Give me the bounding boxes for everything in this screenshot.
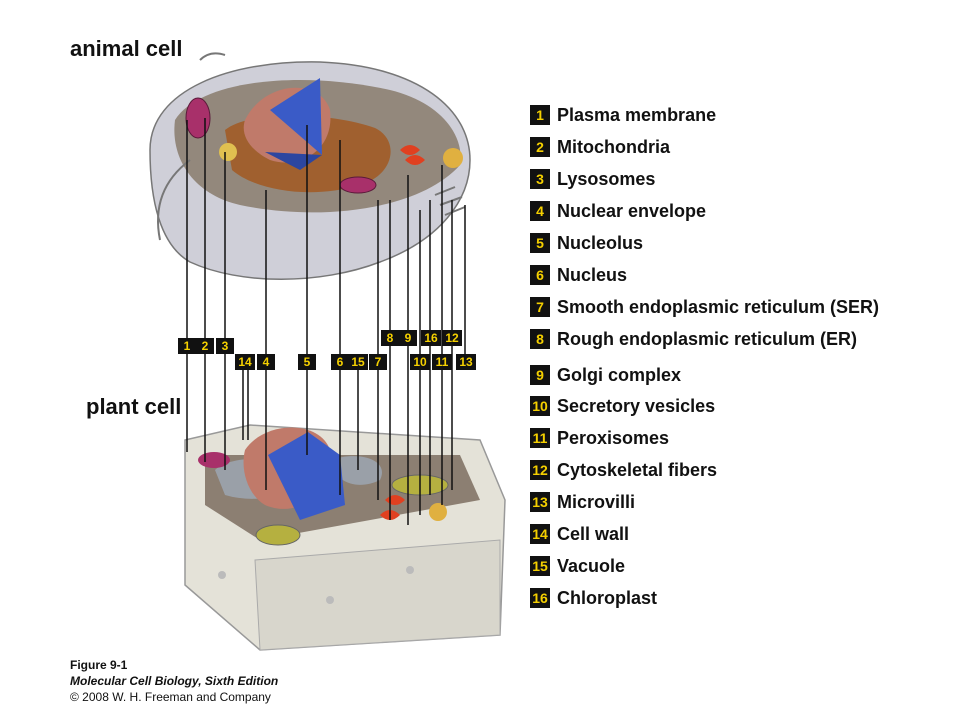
legend-number: 9 <box>530 365 550 385</box>
tag-4: 4 <box>257 354 275 370</box>
legend-item: 6 Nucleus <box>530 264 627 286</box>
legend-label: Vacuole <box>557 555 626 576</box>
legend-number: 5 <box>530 233 550 253</box>
legend-number: 16 <box>530 588 550 608</box>
tag-16: 16 <box>421 330 441 346</box>
tag-13: 13 <box>456 354 476 370</box>
legend-number: 10 <box>530 396 550 416</box>
tag-15: 15 <box>348 354 368 370</box>
legend-label: Plasma membrane <box>557 104 717 125</box>
legend-item: 10 Secretory vesicles <box>530 395 715 417</box>
legend-item: 14 Cell wall <box>530 523 629 545</box>
tag-7: 7 <box>369 354 387 370</box>
legend-label: Nuclear envelope <box>557 200 707 221</box>
plant-cell-title: plant cell <box>86 394 182 419</box>
legend-number: 4 <box>530 201 550 221</box>
legend-item: 9 Golgi complex <box>530 364 681 386</box>
plant-cell-drawing <box>184 424 506 651</box>
tag-2: 2 <box>196 338 214 354</box>
legend-number: 1 <box>530 105 550 125</box>
legend-item: 13 Microvilli <box>530 491 635 513</box>
legend-item: 1 Plasma membrane <box>530 104 716 126</box>
tag-1: 1 <box>178 338 196 354</box>
legend-item: 16 Chloroplast <box>530 587 657 609</box>
legend-item: 7 Smooth endoplasmic reticulum (SER) <box>530 296 879 318</box>
legend-label: Lysosomes <box>557 168 656 189</box>
book-title: Molecular Cell Biology, Sixth Edition <box>70 674 279 688</box>
legend-label: Cell wall <box>557 523 630 544</box>
legend-item: 4 Nuclear envelope <box>530 200 706 222</box>
tag-5: 5 <box>298 354 316 370</box>
animal-cell-drawing <box>149 52 471 280</box>
legend-label: Nucleolus <box>557 232 644 253</box>
legend-label: Microvilli <box>557 491 636 512</box>
tag-12: 12 <box>442 330 462 346</box>
tag-10: 10 <box>410 354 430 370</box>
legend-label: Nucleus <box>557 264 628 285</box>
legend-number: 3 <box>530 169 550 189</box>
legend-number: 13 <box>530 492 550 512</box>
legend-item: 11 Peroxisomes <box>530 427 669 449</box>
legend-label: Golgi complex <box>557 364 682 385</box>
legend-item: 12 Cytoskeletal fibers <box>530 459 717 481</box>
legend-number: 14 <box>530 524 550 544</box>
tag-14: 14 <box>235 354 255 370</box>
legend-label: Cytoskeletal fibers <box>557 459 718 480</box>
leader-lines <box>186 118 466 525</box>
legend-item: 15 Vacuole <box>530 555 625 577</box>
legend-number: 11 <box>530 428 550 448</box>
tag-3: 3 <box>216 338 234 354</box>
legend-item: 3 Lysosomes <box>530 168 655 190</box>
legend-label: Chloroplast <box>557 587 658 608</box>
legend-label: Secretory vesicles <box>557 395 716 416</box>
legend-item: 8 Rough endoplasmic reticulum (ER) <box>530 328 857 350</box>
figure-number: Figure 9-1 <box>70 658 128 672</box>
animal-cell-title: animal cell <box>70 36 183 61</box>
legend-number: 12 <box>530 460 550 480</box>
legend-label: Smooth endoplasmic reticulum (SER) <box>557 296 880 317</box>
tag-8: 8 <box>381 330 399 346</box>
legend-item: 5 Nucleolus <box>530 232 643 254</box>
legend-number: 2 <box>530 137 550 157</box>
legend-number: 8 <box>530 329 550 349</box>
legend-label: Mitochondria <box>557 136 670 157</box>
tag-6: 6 <box>331 354 349 370</box>
legend-label: Peroxisomes <box>557 427 670 448</box>
legend-item: 2 Mitochondria <box>530 136 670 158</box>
legend-label: Rough endoplasmic reticulum (ER) <box>557 328 858 349</box>
tag-9: 9 <box>399 330 417 346</box>
copyright-notice: © 2008 W. H. Freeman and Company <box>70 690 271 704</box>
tag-11: 11 <box>432 354 452 370</box>
legend-number: 7 <box>530 297 550 317</box>
legend-number: 6 <box>530 265 550 285</box>
legend-number: 15 <box>530 556 550 576</box>
